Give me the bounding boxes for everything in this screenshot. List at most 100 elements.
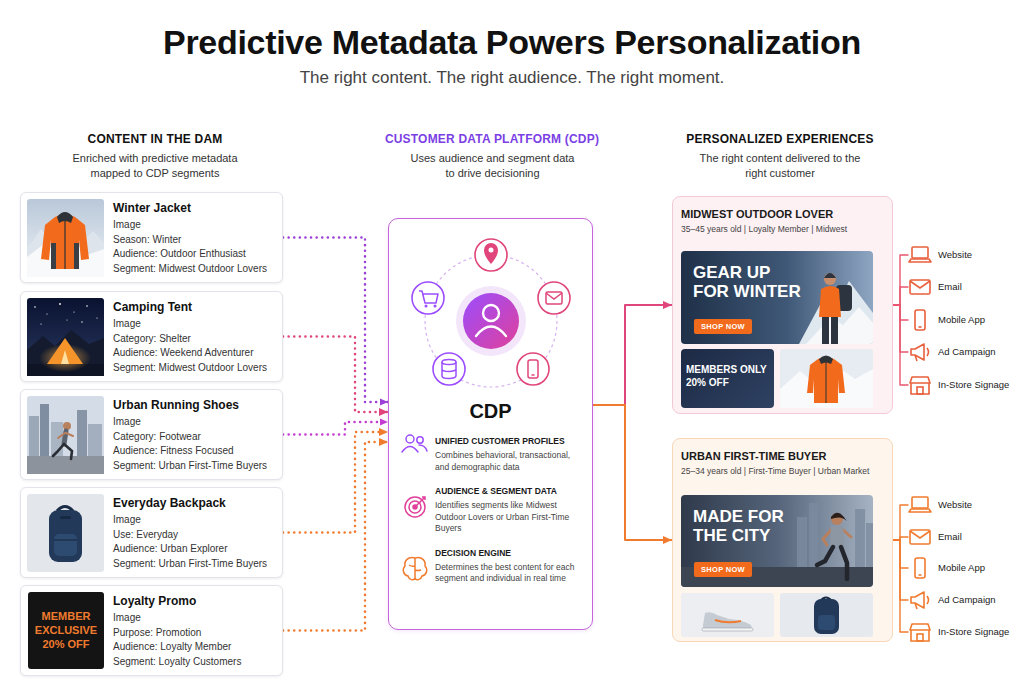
graphic-part (831, 317, 838, 344)
cta-button: SHOP NOW (694, 562, 752, 577)
graphic-part (484, 243, 498, 264)
label-slot: Enriched with predictive metadata mapped… (57, 151, 253, 181)
channel-line (893, 255, 908, 305)
dotted-arrow (283, 442, 388, 631)
metadata-line: Season: Winter (113, 233, 276, 248)
backpack-photo (27, 494, 104, 572)
graphic-part (532, 374, 535, 376)
metadata-line: Image (113, 218, 276, 233)
graphic-part (780, 593, 873, 637)
email-icon (908, 526, 932, 548)
graphic-part (47, 338, 83, 364)
graphic-part (915, 310, 925, 330)
channel-item: Mobile App (908, 308, 985, 332)
label-slot: CONTENT IN THE DAM (45, 132, 265, 147)
label-slot: The right content delivered to the right… (692, 151, 868, 181)
segment-panel: MIDWEST OUTDOOR LOVER35–45 years old | L… (672, 196, 893, 414)
button-label: SHOP NOW (701, 319, 745, 334)
graphic-part (909, 247, 931, 262)
graphic-part (405, 497, 425, 517)
section-body: Combines behavioral, transactional, and … (435, 450, 584, 473)
segment-panel: URBAN FIRST-TIME BUYER25–34 years old | … (672, 438, 893, 642)
channel-item: Ad Campaign (908, 340, 996, 364)
channel-item: Email (908, 275, 962, 299)
column-subheading: Enriched with predictive metadata mapped… (57, 151, 253, 181)
metadata-line: Audience: Fitness Focused (113, 444, 276, 459)
runner-photo (27, 396, 104, 474)
graphic-part (403, 558, 426, 580)
channel-label: Mobile App (938, 556, 985, 580)
channel-label: Ad Campaign (938, 340, 996, 364)
store-icon (908, 374, 932, 396)
graphic-part (419, 445, 427, 451)
graphic-part (27, 298, 104, 376)
graphic-part (53, 444, 72, 459)
graphic-part (425, 255, 557, 387)
graphic-part (910, 377, 930, 394)
graphic-part (51, 243, 56, 269)
channel-item: Website (908, 493, 972, 517)
section-body: Identifies segments like Midwest Outdoor… (435, 500, 584, 535)
section-heading: AUDIENCE & SEGMENT DATA (435, 485, 584, 498)
graphic-part (780, 349, 873, 408)
metadata-line: Image (113, 415, 276, 430)
metadata-line: Category: Footwear (113, 430, 276, 445)
graphic-part (702, 628, 753, 631)
graphic-part (27, 494, 104, 572)
metadata-line: Audience: Outdoor Enthusiast (113, 247, 276, 262)
graphic-part (433, 353, 465, 385)
metadata-line: Image (113, 513, 276, 528)
graphic-part (34, 303, 97, 325)
graphic-part (911, 592, 929, 609)
graphic-part (780, 593, 873, 637)
graphic-part (27, 221, 104, 277)
graphic-part (27, 456, 104, 474)
segment-details: 35–45 years old | Loyalty Member | Midwe… (681, 224, 884, 235)
card-title: Urban Running Shoes (113, 398, 276, 413)
channel-label: In-Store Signage (938, 620, 1009, 644)
label-slot: CUSTOMER DATA PLATFORM (CDP) (367, 132, 617, 147)
graphic-part (402, 435, 427, 452)
segment-title: URBAN FIRST-TIME BUYER (681, 449, 884, 463)
channel-item: Mobile App (908, 556, 985, 580)
button-label: SHOP NOW (701, 562, 745, 577)
metadata-line: Segment: Midwest Outdoor Lovers (113, 361, 276, 376)
card-title: Everyday Backpack (113, 496, 276, 511)
graphic-part (517, 353, 549, 385)
graphic-part (911, 344, 929, 361)
channel-label: Email (938, 275, 962, 299)
page-title: Predictive Metadata Powers Personalizati… (0, 0, 1024, 62)
channel-item: Ad Campaign (908, 588, 996, 612)
graphic-part (489, 248, 494, 253)
metadata-line: Purpose: Promotion (113, 626, 276, 641)
metadata-line: Segment: Urban First-Time Buyers (113, 459, 276, 474)
graphic-part (538, 282, 570, 314)
channel-label: Website (938, 243, 972, 267)
graphic-part (415, 497, 425, 507)
graphic-part (703, 612, 752, 629)
channel-line (893, 305, 908, 385)
graphic-part (412, 282, 444, 314)
graphic-part (681, 251, 873, 344)
graphic-part (817, 547, 847, 579)
graphic-part (60, 516, 71, 519)
graphic-part (59, 303, 61, 305)
content-card: Loyalty PromoImagePurpose: PromotionAudi… (20, 585, 283, 676)
graphic-part (866, 523, 873, 567)
card-title: Camping Tent (113, 300, 276, 315)
graphic-part (824, 273, 836, 285)
content-card: Everyday BackpackImageUse: EverydayAudie… (20, 487, 283, 578)
card-title: Winter Jacket (113, 201, 276, 216)
decision-arrow (593, 405, 672, 540)
metadata-line: Segment: Loyalty Customers (113, 655, 276, 670)
channel-label: Mobile App (938, 308, 985, 332)
website-icon (908, 244, 932, 266)
graphic-part (715, 620, 741, 622)
channel-label: Ad Campaign (938, 588, 996, 612)
graphic-part (54, 539, 77, 540)
channel-line (893, 540, 908, 632)
column-heading: CONTENT IN THE DAM (45, 132, 265, 147)
graphic-part (434, 305, 437, 308)
graphic-part (681, 593, 774, 637)
channel-line (893, 505, 908, 540)
